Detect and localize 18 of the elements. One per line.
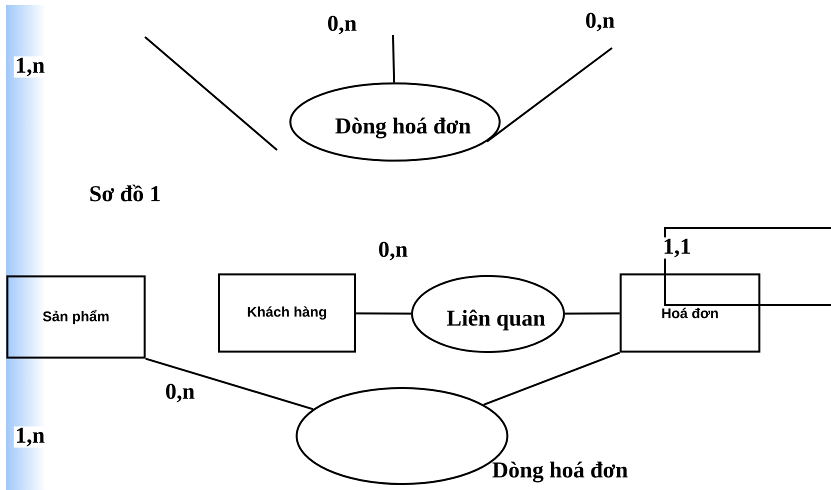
cardinality-label: 0,n [164, 382, 196, 404]
connector-line [392, 34, 396, 82]
cardinality-label: 1,1 [662, 237, 692, 259]
cardinality-label: 1,n [14, 426, 46, 448]
connector-line [483, 352, 620, 406]
cardinality-label: 1,n [14, 56, 46, 78]
cardinality-label: 0,n [584, 11, 616, 33]
cardinality-label: Sơ đồ 1 [88, 183, 162, 203]
entity-box: Sản phẩm [6, 275, 146, 359]
connector-line [565, 312, 620, 315]
node-caption: Dòng hoá đơn [492, 462, 628, 482]
entity-box: Khách hàng [218, 273, 356, 353]
cardinality-label: 0,n [376, 240, 410, 262]
cardinality-label: 0,n [326, 14, 358, 36]
connector-line [145, 358, 314, 410]
connector-line [356, 312, 412, 315]
connector-line [486, 47, 613, 142]
entity-box: Hoá đơn [620, 273, 760, 353]
